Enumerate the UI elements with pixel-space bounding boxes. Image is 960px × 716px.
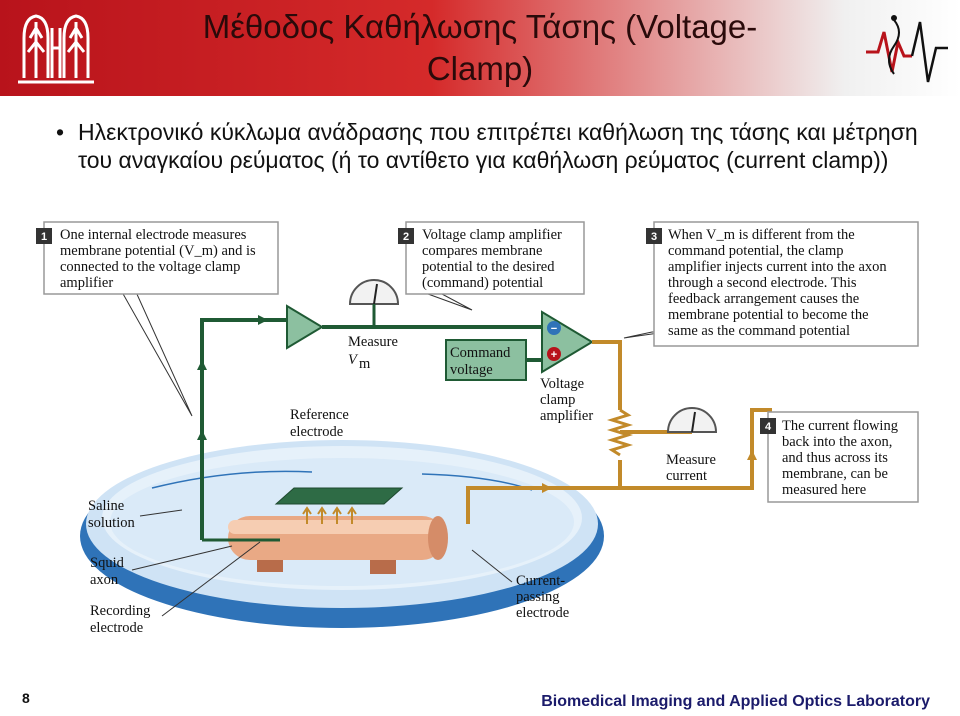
command-label: Command bbox=[450, 345, 511, 361]
title-line-1: Μέθοδος Καθήλωσης Τάσης (Voltage- bbox=[202, 8, 758, 45]
step-3-line: feedback arrangement causes the bbox=[668, 291, 859, 307]
step-3-line: command potential, the clamp bbox=[668, 243, 844, 259]
step-1-box: 1 One internal electrode measures membra… bbox=[36, 221, 279, 295]
step-3-line: same as the command potential bbox=[668, 323, 850, 339]
step-1-line: connected to the voltage clamp bbox=[60, 259, 240, 275]
page-title: Μέθοδος Καθήλωσης Τάσης (Voltage- Clamp) bbox=[100, 6, 860, 90]
current-passing-label: Current- bbox=[516, 573, 565, 589]
measure-current-label: current bbox=[666, 468, 707, 484]
title-line-2: Clamp) bbox=[426, 50, 534, 87]
step-1-line: membrane potential (V_m) and is bbox=[60, 243, 256, 259]
voltage-clamp-diagram: − + 1 One internal electrode measures me… bbox=[36, 221, 919, 636]
measure-vm-label: Measure bbox=[348, 334, 398, 350]
squid-axon bbox=[228, 516, 448, 574]
recording-electrode-label: Recording bbox=[90, 603, 150, 619]
bullet-dot-icon: • bbox=[56, 119, 65, 145]
saline-label: solution bbox=[88, 515, 135, 531]
step-4-line: The current flowing bbox=[782, 418, 898, 434]
step-4-line: and thus across its bbox=[782, 450, 888, 466]
step-3-line: When V_m is different from the bbox=[668, 227, 855, 243]
step-3-box: 3 When V_m is different from the command… bbox=[646, 221, 919, 347]
squid-axon-label: axon bbox=[90, 572, 119, 588]
page-number: 8 bbox=[22, 690, 30, 706]
command-voltage-box bbox=[445, 339, 527, 381]
step-4-number: 4 bbox=[765, 421, 772, 433]
step-2-box: 2 Voltage clamp amplifier compares membr… bbox=[398, 221, 585, 295]
current-passing-label: passing bbox=[516, 589, 560, 605]
plus-sign: + bbox=[551, 349, 557, 361]
footer-lab-name: Biomedical Imaging and Applied Optics La… bbox=[541, 693, 930, 710]
amplifier-label: Voltage bbox=[540, 376, 584, 392]
university-logo bbox=[18, 14, 94, 84]
preamp-triangle bbox=[286, 304, 324, 350]
reference-electrode-plate bbox=[274, 487, 404, 505]
amplifier-label: amplifier bbox=[540, 408, 593, 424]
command-label: voltage bbox=[450, 362, 493, 378]
step-3-line: through a second electrode. This bbox=[668, 275, 857, 291]
reference-electrode-label: electrode bbox=[290, 424, 343, 440]
saline-label: Saline bbox=[88, 498, 124, 514]
current-arrows bbox=[302, 506, 357, 524]
step-4-line: measured here bbox=[782, 482, 866, 498]
step-1-line: amplifier bbox=[60, 275, 113, 291]
step-1-line: One internal electrode measures bbox=[60, 227, 247, 243]
current-passing-label: electrode bbox=[516, 605, 569, 621]
step-2-number: 2 bbox=[403, 231, 409, 243]
reference-electrode-label: Reference bbox=[290, 407, 349, 423]
step-2-line: (command) potential bbox=[422, 275, 543, 291]
step-1-number: 1 bbox=[41, 231, 47, 243]
step-2-line: Voltage clamp amplifier bbox=[422, 227, 562, 243]
bullet-body: Ηλεκτρονικό κύκλωμα ανάδρασης που επιτρέ… bbox=[78, 119, 918, 173]
vm-meter-icon bbox=[348, 279, 400, 327]
step-2-line: compares membrane bbox=[422, 243, 542, 259]
squid-axon-label: Squid bbox=[90, 555, 125, 571]
current-meter-icon bbox=[666, 407, 718, 433]
measure-vm-symbol: V bbox=[348, 352, 359, 368]
step-4-line: membrane, can be bbox=[782, 466, 888, 482]
bullet-text: • Ηλεκτρονικό κύκλωμα ανάδρασης που επιτ… bbox=[56, 118, 936, 174]
recording-electrode-label: electrode bbox=[90, 620, 143, 636]
amplifier-label: clamp bbox=[540, 392, 575, 408]
step-3-number: 3 bbox=[651, 231, 657, 243]
measure-current-label: Measure bbox=[666, 452, 716, 468]
step-4-box: 4 The current flowing back into the axon… bbox=[760, 411, 919, 503]
step-2-line: potential to the desired bbox=[422, 259, 555, 275]
step-3-line: amplifier injects current into the axon bbox=[668, 259, 887, 275]
measure-vm-subscript: m bbox=[359, 356, 371, 372]
step-3-line: membrane potential to become the bbox=[668, 307, 869, 323]
voltage-clamp-amplifier bbox=[541, 310, 594, 374]
lab-logo bbox=[866, 15, 948, 83]
step-4-line: back into the axon, bbox=[782, 434, 892, 450]
header-bar: Μέθοδος Καθήλωσης Τάσης (Voltage- Clamp) bbox=[0, 0, 960, 96]
minus-sign: − bbox=[551, 323, 557, 335]
